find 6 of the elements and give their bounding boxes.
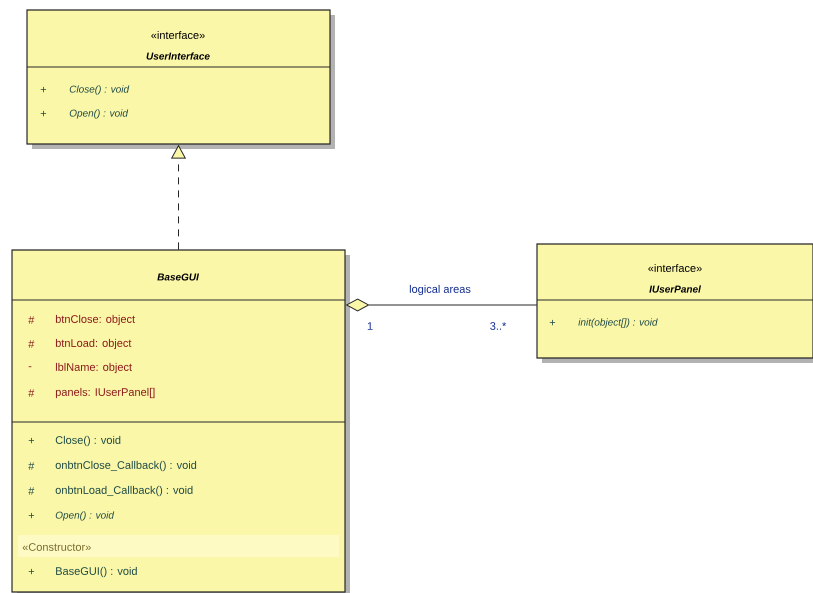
multiplicity-label: 3..* [490,322,506,330]
multiplicity-label: 1 [368,322,373,330]
class-box: «interface» UserInterface + Close() : void + Open() : void [26,9,335,149]
class-box: BaseGUI # btnClose: object # btnLoad: object - lblName: object # panels: IUserPanel[] + Close() : void # onbtnClose_Callback() : void # onbtnLoad_Callback() : void + Open() : void «Constructor» + BaseGUI() : void [11,249,350,593]
class-box: «interface» IUserPanel + init(object[]) : void [536,243,813,363]
edge-label: logical areas [408,284,472,296]
